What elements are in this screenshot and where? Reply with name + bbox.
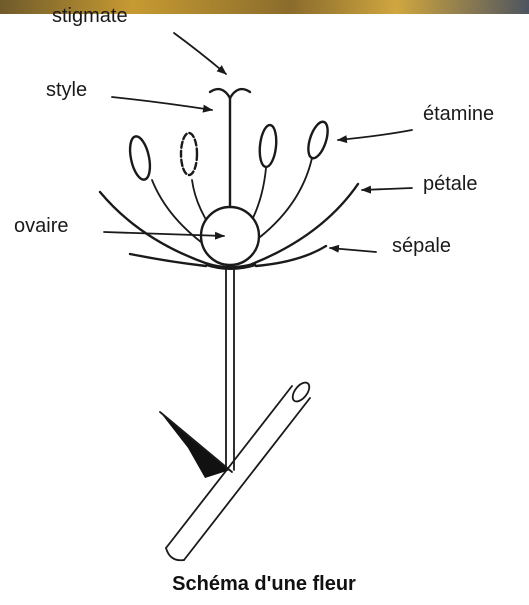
label-sepale: sépale (392, 235, 451, 257)
label-etamine: étamine (423, 103, 494, 125)
stem (226, 268, 234, 470)
label-ovaire: ovaire (14, 215, 68, 237)
diagram-caption: Schéma d'une fleur (172, 573, 356, 595)
label-petale: pétale (423, 173, 478, 195)
branch (166, 380, 313, 561)
pistil (210, 89, 250, 212)
label-style: style (46, 79, 87, 101)
label-stigmate: stigmate (52, 5, 128, 27)
label-arrows (104, 33, 412, 252)
leaf-edge (160, 412, 232, 472)
